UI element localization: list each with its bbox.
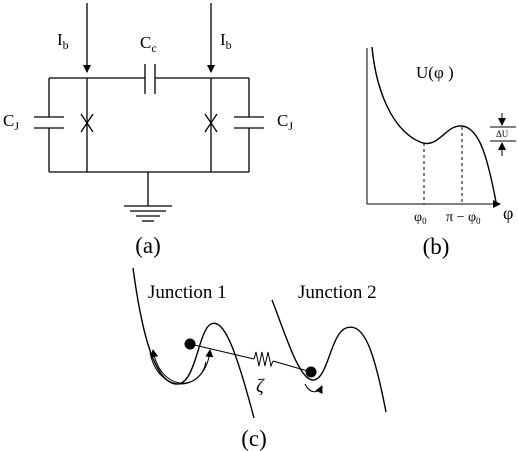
junction-1-particle bbox=[184, 338, 196, 350]
tick-phi-0: φ0 bbox=[414, 210, 427, 226]
junction-1-potential-curve bbox=[132, 267, 255, 419]
tick-pi-minus-phi-0: π − φ0 bbox=[446, 210, 481, 226]
panel-a-circuit: Ib Ib Cc CJ CJ (a) bbox=[3, 3, 293, 258]
barrier-height-label: ΔU bbox=[496, 129, 509, 139]
junction-1-label: Junction 1 bbox=[148, 282, 227, 303]
phase-axis-label: φ bbox=[503, 203, 513, 223]
junction-2-oscillation-arrow bbox=[304, 383, 323, 395]
coupling-label: ζ bbox=[256, 376, 265, 397]
spring-icon bbox=[253, 351, 274, 368]
left-josephson-junction-icon bbox=[80, 113, 94, 133]
bias-current-left-label: Ib bbox=[57, 30, 69, 52]
potential-curve bbox=[371, 46, 497, 203]
panel-b-potential: ΔU U(φ ) φ0 π − φ0 φ (b) bbox=[366, 46, 516, 259]
panel-c-label: (c) bbox=[241, 426, 267, 451]
spring-link-right bbox=[272, 360, 312, 373]
bias-current-right-label: Ib bbox=[220, 30, 232, 52]
junction-capacitor-left-label: CJ bbox=[3, 111, 19, 133]
panel-a-label: (a) bbox=[135, 233, 161, 258]
junction-1-oscillation-arrow-back bbox=[150, 349, 207, 384]
junction-2-potential-curve bbox=[271, 299, 387, 413]
right-josephson-junction-icon bbox=[204, 113, 218, 133]
junction-2-particle bbox=[305, 366, 317, 378]
ground-icon bbox=[124, 205, 172, 222]
potential-label: U(φ ) bbox=[416, 63, 454, 82]
junction-2-label: Junction 2 bbox=[298, 282, 377, 303]
coupling-capacitor-label: Cc bbox=[140, 33, 157, 55]
panel-b-label: (b) bbox=[423, 234, 450, 259]
barrier-height-marker bbox=[490, 113, 516, 156]
junction-1-oscillation-arrow bbox=[149, 349, 214, 385]
junction-capacitor-right-label: CJ bbox=[277, 111, 293, 133]
panel-c-coupled-wells: Junction 1 Junction 2 ζ (c) bbox=[132, 267, 387, 451]
spring-link-left bbox=[189, 343, 255, 360]
